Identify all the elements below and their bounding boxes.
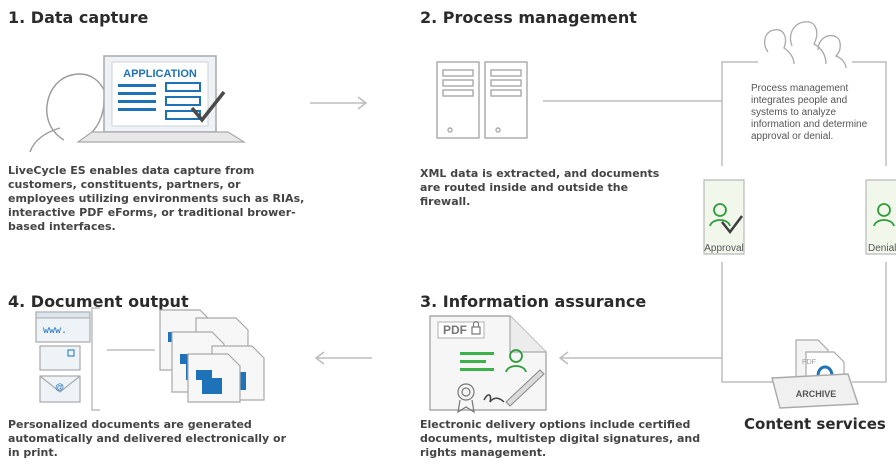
- information-assurance-description: Electronic delivery options include cert…: [420, 418, 701, 459]
- section-title-document-output: 4. Document output: [8, 292, 189, 311]
- approval-check-icon: [721, 215, 743, 235]
- arrow-to-assurance-head: [558, 351, 569, 365]
- signature-icon: [483, 394, 505, 403]
- connector-approval-to-archive: [721, 262, 774, 383]
- approval-card: [703, 179, 745, 255]
- section-title-data-capture: 1. Data capture: [8, 8, 149, 27]
- email-at-symbol: @: [55, 382, 64, 392]
- denial-card: [865, 179, 896, 255]
- process-bracket-left: [721, 61, 758, 166]
- section-title-information-assurance: 3. Information assurance: [420, 292, 647, 311]
- checkmark-icon: [190, 90, 226, 123]
- approval-person-icon: [709, 203, 731, 227]
- output-channels-bracket: [91, 307, 100, 411]
- connector-denial-to-archive: [852, 262, 887, 383]
- seal-icon: [457, 383, 475, 414]
- process-bracket-right: [852, 61, 887, 166]
- denial-label: Denial: [868, 243, 896, 254]
- server-rack-icon: [436, 61, 528, 139]
- archive-pdf-tag: PDF: [802, 359, 816, 366]
- data-capture-description: LiveCycle ES enables data capture from c…: [8, 164, 305, 233]
- approval-label: Approval: [704, 243, 743, 254]
- document-output-description: Personalized documents are generated aut…: [8, 418, 287, 459]
- pen-icon: [505, 369, 545, 407]
- app-screen-label: APPLICATION: [123, 68, 197, 80]
- denial-person-icon: [873, 203, 895, 227]
- email-channel-icon: [39, 375, 81, 403]
- flow-connectors: [91, 61, 887, 411]
- archive-label: ARCHIVE: [796, 389, 837, 399]
- web-address-label: www.: [43, 325, 67, 336]
- signer-person-icon: [505, 349, 527, 373]
- certified-document-icon: [429, 315, 547, 414]
- laptop-icon: [76, 55, 247, 143]
- print-channel-icon: [39, 345, 81, 371]
- generated-documents-stack: [159, 309, 265, 403]
- content-services-title: Content services: [744, 415, 886, 433]
- process-note: Process management integrates people and…: [751, 83, 868, 142]
- web-channel-icon: [35, 311, 91, 343]
- process-description: XML data is extracted, and documents are…: [420, 167, 660, 208]
- people-group-icon: [763, 21, 847, 69]
- lock-icon: [471, 321, 481, 335]
- pdf-badge-text: PDF: [443, 323, 467, 337]
- arrow-capture-to-process-head: [357, 96, 368, 110]
- section-title-process-management: 2. Process management: [420, 8, 637, 27]
- archive-box-icon: [771, 339, 859, 409]
- arrow-assurance-to-output-head: [314, 351, 325, 365]
